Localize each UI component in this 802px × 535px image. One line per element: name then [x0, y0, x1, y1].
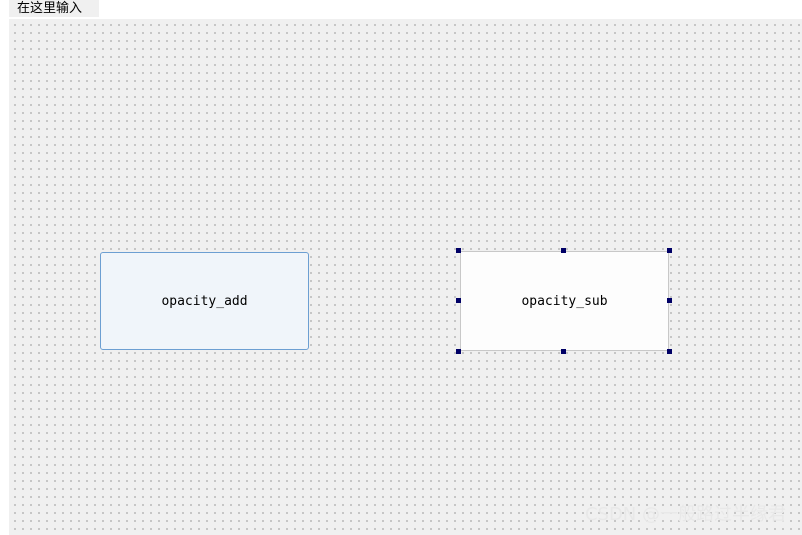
- resize-handle-top-right[interactable]: [667, 248, 672, 253]
- resize-handle-left[interactable]: [456, 298, 461, 303]
- resize-handle-right[interactable]: [667, 298, 672, 303]
- resize-handle-bottom[interactable]: [561, 349, 566, 354]
- opacity-sub-button[interactable]: opacity_sub: [460, 251, 669, 351]
- opacity-add-button[interactable]: opacity_add: [100, 252, 309, 350]
- resize-handle-bottom-right[interactable]: [667, 349, 672, 354]
- menu-bar: 在这里输入: [0, 0, 802, 18]
- resize-handle-top-left[interactable]: [456, 248, 461, 253]
- menu-type-here-input[interactable]: 在这里输入: [9, 0, 99, 17]
- form-design-canvas[interactable]: opacity_add opacity_sub: [9, 19, 802, 535]
- resize-handle-top[interactable]: [561, 248, 566, 253]
- resize-handle-bottom-left[interactable]: [456, 349, 461, 354]
